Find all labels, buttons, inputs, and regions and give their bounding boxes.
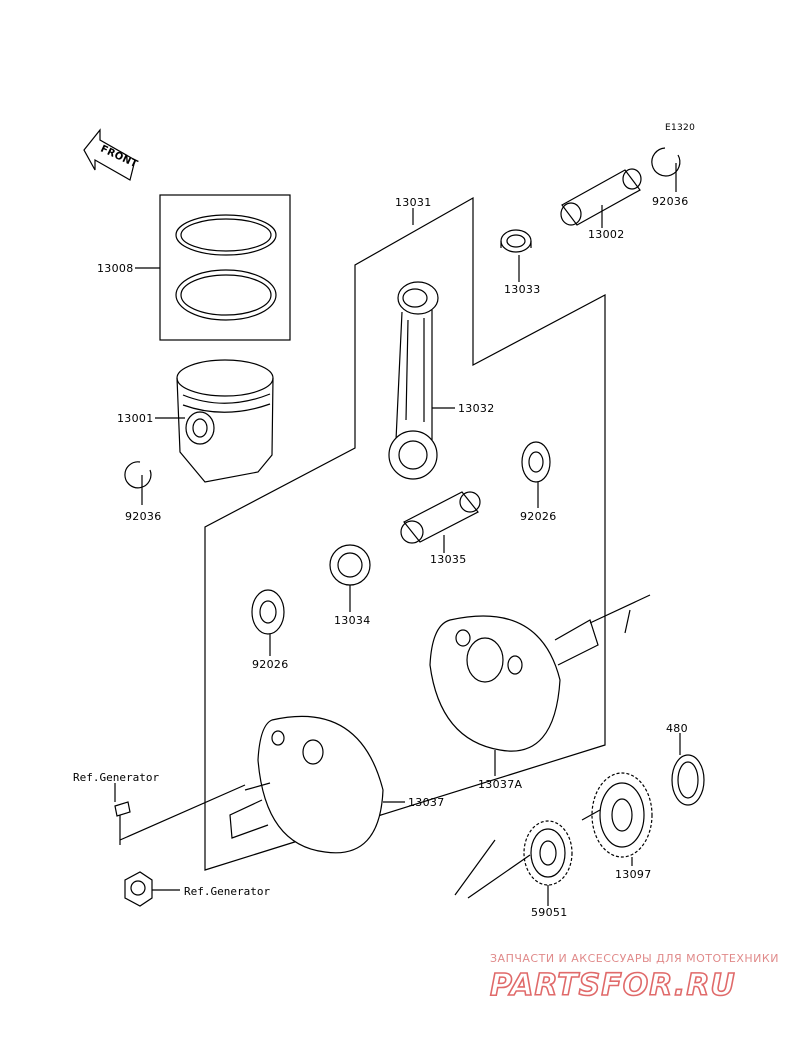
watermark-subtitle: ЗАПЧАСТИ И АКСЕССУАРЫ ДЛЯ МОТОТЕХНИКИ [490, 952, 779, 965]
gear-icon [523, 820, 573, 886]
part-label-13031: 13031 [395, 196, 432, 209]
part-label-13035: 13035 [430, 553, 467, 566]
diagram-code: E1320 [665, 123, 695, 133]
woodruff-key-icon [114, 801, 131, 817]
part-label-13037: 13037 [408, 796, 445, 809]
part-label-13037A: 13037A [478, 778, 522, 791]
part-label-13008: 13008 [97, 262, 134, 275]
crankshaft-half-right-icon [429, 594, 651, 752]
circlip-icon [651, 147, 681, 177]
piston-pin-icon [560, 168, 642, 226]
needle-bearing-icon [329, 544, 371, 586]
watermark-brand: PARTSFOR.RU [490, 968, 736, 1003]
connecting-rod-icon [388, 281, 439, 480]
crank-pin-icon [400, 491, 481, 544]
circlip-icon [124, 461, 152, 489]
ref-generator-label: Ref.Generator [73, 771, 159, 784]
part-label-13033: 13033 [504, 283, 541, 296]
piston-ring-icon [175, 269, 277, 321]
shaft-reference-line [454, 839, 496, 896]
needle-bearing-icon [500, 229, 532, 253]
snap-ring-icon [671, 754, 705, 806]
front-arrow-icon: FRONT [83, 128, 139, 181]
thrust-washer-icon [251, 589, 285, 635]
part-label-92036: 92036 [652, 195, 689, 208]
thrust-washer-icon [521, 441, 551, 483]
part-label-59051: 59051 [531, 906, 568, 919]
flange-nut-icon [124, 871, 153, 907]
part-label-13001: 13001 [117, 412, 154, 425]
piston-icon [176, 359, 274, 483]
part-label-13032: 13032 [458, 402, 495, 415]
part-label-92026: 92026 [252, 658, 289, 671]
part-label-480: 480 [666, 722, 688, 735]
piston-ring-icon [175, 214, 277, 256]
watermark: ЗАПЧАСТИ И АКСЕССУАРЫ ДЛЯ МОТОТЕХНИКИ PA… [489, 952, 779, 1004]
part-label-92036: 92036 [125, 510, 162, 523]
part-label-13002: 13002 [588, 228, 625, 241]
part-label-92026: 92026 [520, 510, 557, 523]
crankshaft-half-left-icon [119, 715, 384, 854]
gear-icon [591, 772, 653, 858]
piston-ring-box [159, 194, 291, 341]
ref-generator-label: Ref.Generator [184, 885, 270, 898]
con-rod-group-frame [204, 196, 606, 871]
part-label-13034: 13034 [334, 614, 371, 627]
shaft-reference-line [467, 809, 601, 899]
part-label-13097: 13097 [615, 868, 652, 881]
